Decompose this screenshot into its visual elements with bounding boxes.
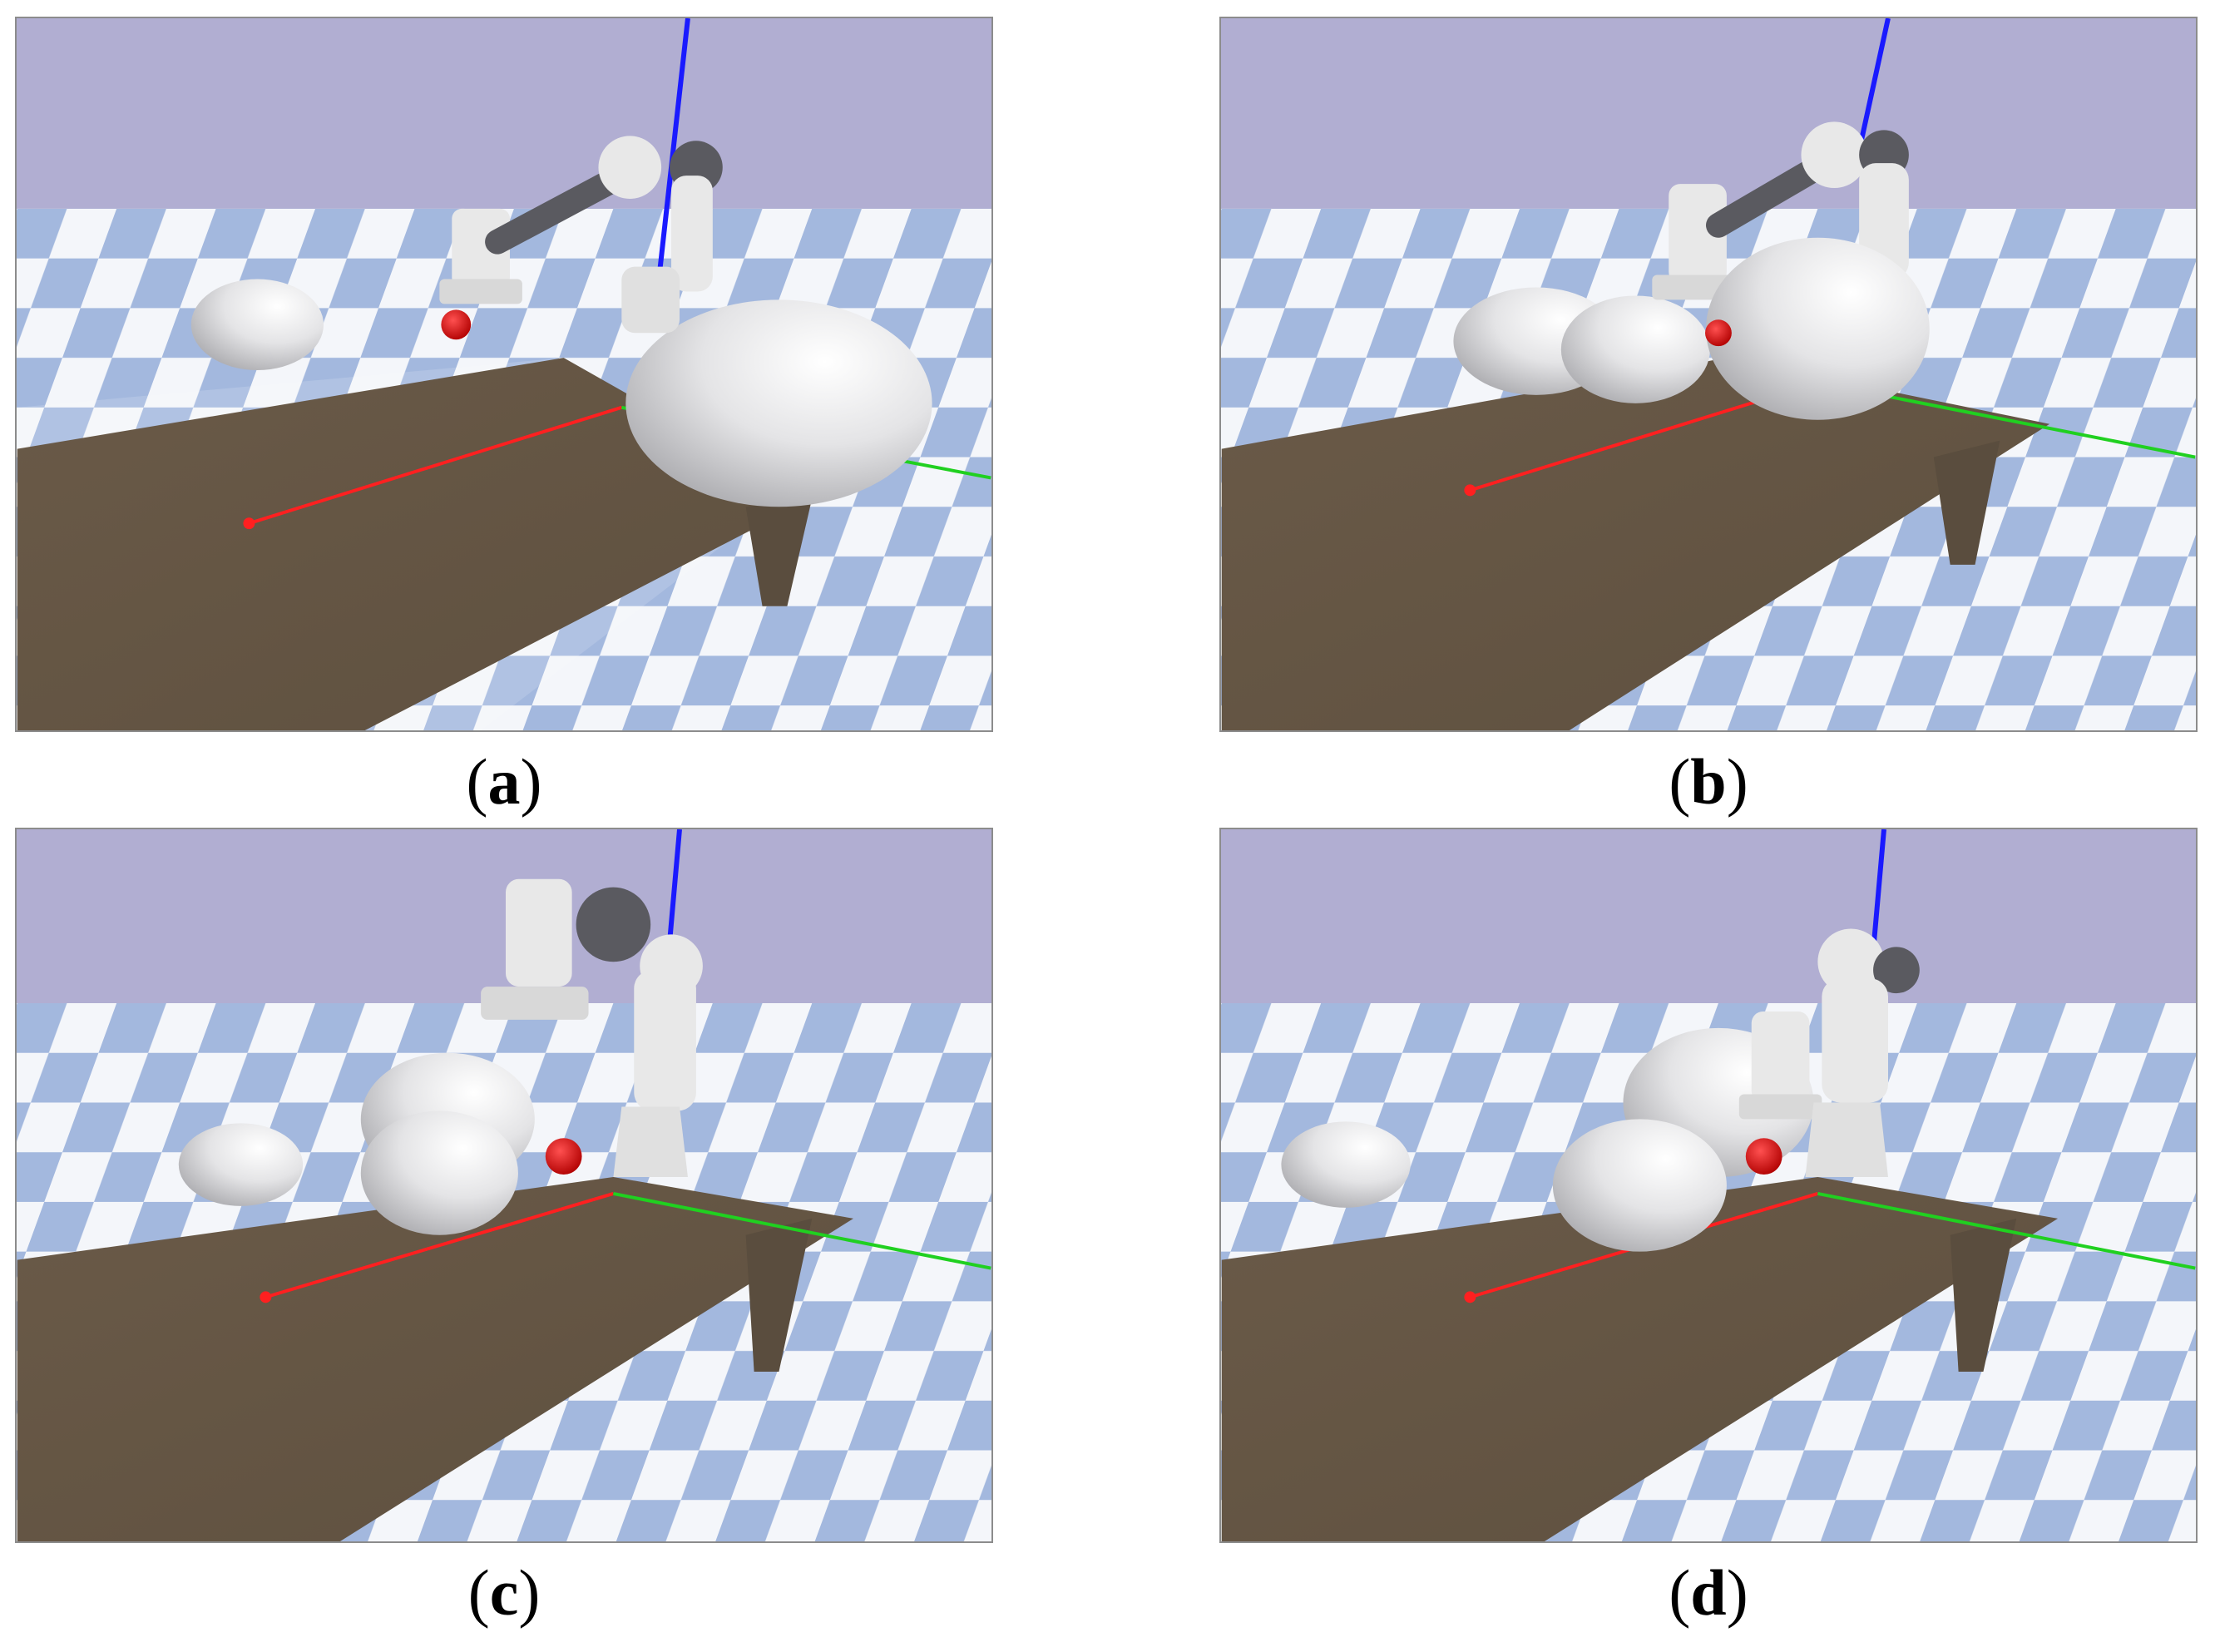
- sky: [1221, 829, 2196, 1004]
- obstacle-ellipsoid-large: [360, 1110, 518, 1235]
- scene-b: [1221, 18, 2196, 730]
- scene-a: [17, 18, 991, 730]
- sky: [17, 829, 991, 1004]
- obstacle-ellipsoid: [190, 279, 324, 371]
- caption-c: (c): [467, 1556, 541, 1629]
- caption-letter: b: [1690, 745, 1727, 818]
- caption-d: (d): [1669, 1556, 1748, 1629]
- obstacle-ellipsoid-large: [625, 299, 932, 507]
- caption-letter: c: [489, 1556, 519, 1629]
- obstacle-ellipsoid-large: [1706, 237, 1930, 420]
- scene-c: [17, 829, 991, 1541]
- table-leg: [1950, 1218, 2017, 1372]
- caption-letter: a: [487, 745, 521, 818]
- obstacle-ellipsoid: [1281, 1121, 1411, 1208]
- table-leg: [1933, 440, 2000, 565]
- robot-arm: [1738, 928, 1920, 1178]
- sky: [1221, 18, 2196, 209]
- axis-x-line: [248, 405, 622, 526]
- robot-arm: [1652, 121, 1909, 300]
- robot-arm: [439, 136, 723, 334]
- table-top: [17, 1177, 854, 1541]
- target-ball: [1705, 319, 1732, 347]
- table-leg: [745, 1218, 813, 1372]
- table-top: [1221, 1177, 2059, 1541]
- axis-y-line: [613, 1192, 991, 1270]
- sky: [17, 18, 991, 209]
- caption-letter: d: [1690, 1556, 1727, 1629]
- obstacle-ellipsoid-large: [1552, 1119, 1727, 1252]
- obstacle-ellipsoid: [1560, 295, 1710, 403]
- robot-arm: [481, 878, 703, 1178]
- table-leg: [745, 498, 813, 606]
- target-ball: [1745, 1138, 1782, 1175]
- sim-panel-b: [1219, 17, 2198, 732]
- target-ball: [441, 309, 472, 340]
- sim-panel-c: [15, 828, 993, 1543]
- obstacle-ellipsoid: [178, 1123, 304, 1206]
- table-top: [1221, 358, 2050, 730]
- table-top: [17, 358, 813, 730]
- sim-panel-a: [15, 17, 993, 732]
- caption-a: (a): [466, 745, 542, 818]
- target-ball: [545, 1138, 582, 1175]
- caption-b: (b): [1669, 745, 1748, 818]
- scene-d: [1221, 829, 2196, 1541]
- axis-y-line: [1817, 1192, 2196, 1270]
- axis-x-line: [265, 1192, 614, 1299]
- axis-z-line: [1857, 18, 1891, 151]
- sim-panel-d: [1219, 828, 2198, 1543]
